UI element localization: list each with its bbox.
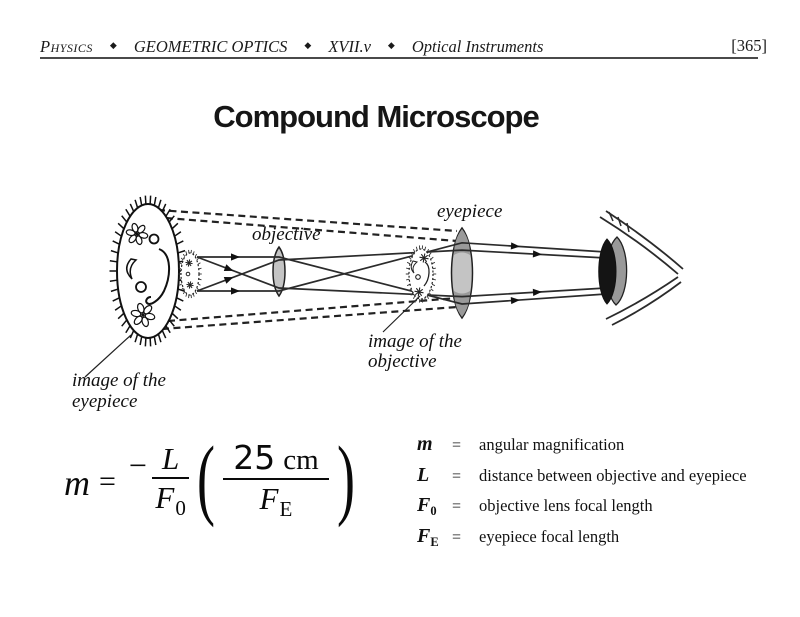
close-paren: ): [336, 428, 355, 527]
header-section: XVII.v: [328, 37, 371, 56]
legend-description: distance between objective and eyepiece: [479, 465, 747, 485]
virtual-image-dashed-lines: [157, 208, 458, 331]
light-rays: [196, 241, 607, 305]
legend-row: FE = eyepiece focal length: [417, 525, 747, 550]
legend-symbol-sub: 0: [430, 504, 437, 519]
formula-equals: =: [99, 464, 116, 498]
formula-minus: −: [128, 447, 147, 483]
intermediate-crescent: [410, 260, 419, 274]
label-image-of-objective: image of the: [368, 331, 462, 352]
organism-crescent: [126, 258, 138, 280]
formula-cm: cm: [283, 444, 319, 476]
legend-symbol: m: [417, 433, 433, 455]
eye-pupil: [598, 238, 617, 305]
symbol-legend: m = angular magnification L = distance b…: [417, 433, 747, 556]
legend-symbol: F: [417, 494, 431, 517]
diamond-separator-icon: ◆: [304, 39, 312, 50]
intermediate-image-organism: [405, 245, 437, 303]
organism-cilia: [109, 195, 187, 347]
diagram: objective eyepiece image of the objectiv…: [72, 195, 684, 412]
legend-row: F0 = objective lens focal length: [417, 494, 747, 519]
formula-L: L: [161, 440, 180, 476]
organism-flower-top: [125, 222, 149, 246]
legend-equals: =: [452, 437, 462, 454]
diamond-separator-icon: ◆: [109, 39, 117, 50]
formula-F0-sub: 0: [175, 495, 186, 520]
legend-description: eyepiece focal length: [479, 527, 620, 547]
formula-m: m: [64, 462, 90, 503]
legend-equals: =: [452, 529, 462, 547]
lower-eyelid: [611, 281, 682, 326]
formula-FE-sub: E: [279, 497, 293, 521]
upper-eyelid: [605, 210, 684, 270]
label-image-of-eyepiece: image of the: [72, 370, 166, 391]
upper-eyelid: [599, 216, 679, 275]
open-paren: (: [197, 428, 216, 527]
legend-symbol: F: [417, 525, 431, 548]
legend-equals: =: [452, 498, 462, 516]
page-number: [365]: [731, 36, 767, 55]
intermediate-gullet: [423, 261, 430, 287]
object-star-top: [185, 259, 193, 267]
legend-equals: =: [452, 467, 462, 485]
diamond-separator-icon: ◆: [387, 39, 395, 50]
object-specimen: [178, 249, 202, 299]
virtual-image-organism: [109, 195, 187, 347]
organism-vacuole-top: [148, 233, 160, 245]
eyelash: [617, 216, 622, 227]
object-star-bottom: [186, 281, 194, 289]
lower-eyelid: [605, 276, 679, 320]
label-eyepiece: eyepiece: [437, 201, 502, 222]
intermediate-star-top: [419, 253, 429, 263]
ray-arrowheads: [223, 242, 542, 305]
formula-25: 25: [233, 438, 276, 477]
organism-flower-bottom: [130, 302, 156, 328]
legend-symbol-sub: E: [430, 535, 439, 550]
legend-symbol: L: [417, 463, 430, 486]
intermediate-star-bottom: [414, 287, 424, 297]
leader-image-of-eyepiece: [84, 334, 132, 378]
leader-image-of-objective: [382, 295, 421, 333]
formula-FE: F: [259, 481, 279, 516]
page-title: Compound Microscope: [213, 99, 539, 134]
header-unit: GEOMETRIC OPTICS: [133, 37, 288, 56]
organism-vacuole-mid: [135, 281, 147, 293]
label-objective: objective: [252, 224, 321, 245]
eyelash: [608, 211, 614, 222]
organism-gullet: [145, 248, 170, 305]
header-rule: [40, 57, 758, 59]
legend-description: objective lens focal length: [479, 496, 653, 516]
header-subject: Physics: [40, 37, 93, 56]
eye: [598, 210, 684, 326]
legend-row: L = distance between objective and eyepi…: [417, 464, 747, 489]
label-image-of-eyepiece: eyepiece: [72, 391, 137, 412]
header-topic: Optical Instruments: [411, 37, 544, 56]
legend-row: m = angular magnification: [417, 433, 747, 458]
legend-description: angular magnification: [479, 435, 625, 454]
page-header: Physics ◆ GEOMETRIC OPTICS ◆ XVII.v ◆ Op…: [40, 37, 543, 57]
eyelash: [626, 222, 630, 233]
formula-F0: F: [155, 479, 175, 515]
label-image-of-objective: objective: [368, 351, 437, 372]
